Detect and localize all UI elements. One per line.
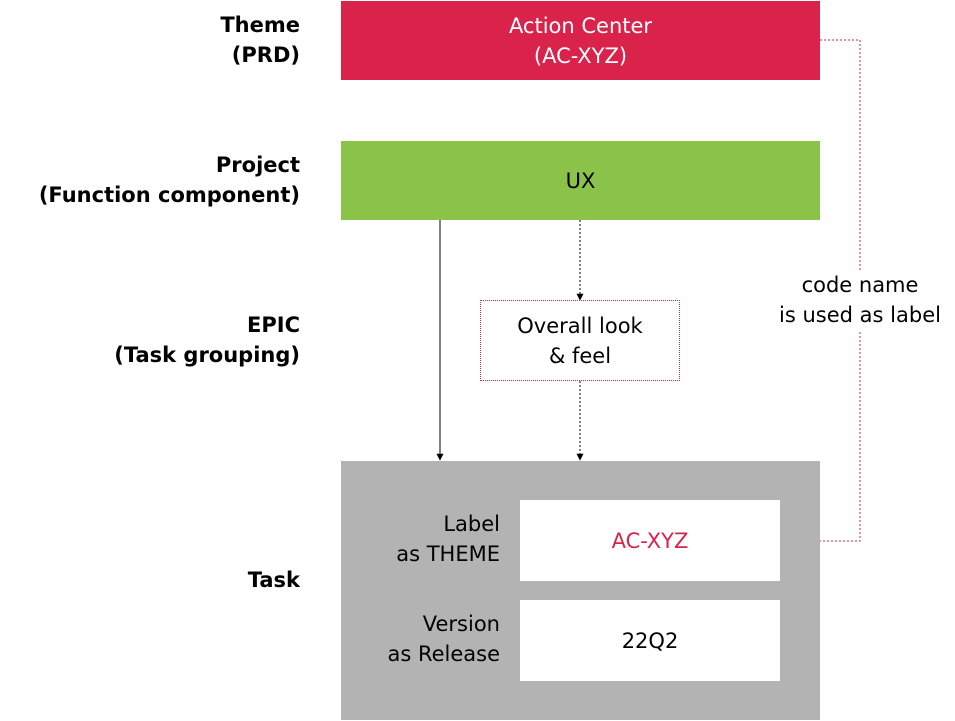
epic-box-line2: & feel <box>548 343 612 368</box>
level-label-project: Project (Function component) <box>39 150 300 210</box>
epic-box: Overall look & feel <box>480 300 680 381</box>
project-box: UX <box>341 141 820 220</box>
label-field-value: AC-XYZ <box>611 528 689 553</box>
theme-box-code: (AC-XYZ) <box>533 43 628 68</box>
label-field-name-line1: Label <box>443 512 500 536</box>
connector-annotation-line1: code name <box>801 273 919 297</box>
version-field-value-box: 22Q2 <box>520 600 780 681</box>
connector-annotation: code name is used as label <box>765 270 955 330</box>
version-field-name-line2: as Release <box>387 642 500 666</box>
level-label-task: Task <box>248 565 300 595</box>
version-field-name-line1: Version <box>422 612 500 636</box>
theme-box: Action Center (AC-XYZ) <box>341 1 820 80</box>
level-label-epic: EPIC (Task grouping) <box>114 310 300 370</box>
level-label-epic-subtitle: (Task grouping) <box>114 343 300 367</box>
level-label-project-subtitle: (Function component) <box>38 183 300 207</box>
project-box-label: UX <box>565 168 596 193</box>
theme-box-title: Action Center <box>508 13 653 38</box>
epic-box-line1: Overall look <box>517 313 643 338</box>
level-label-epic-title: EPIC <box>247 313 300 337</box>
version-field-name: Version as Release <box>387 609 500 669</box>
theme-to-label-arrow <box>780 39 861 545</box>
level-label-task-title: Task <box>247 568 300 592</box>
connector-annotation-line2: is used as label <box>779 303 941 327</box>
label-field-name-line2: as THEME <box>396 542 500 566</box>
label-field-name: Label as THEME <box>396 509 500 569</box>
label-field-value-box: AC-XYZ <box>520 500 780 581</box>
level-label-theme-title: Theme <box>220 13 300 37</box>
level-label-theme: Theme (PRD) <box>220 10 300 70</box>
level-label-project-title: Project <box>215 153 300 177</box>
level-label-theme-subtitle: (PRD) <box>231 43 300 67</box>
version-field-value: 22Q2 <box>621 628 679 653</box>
